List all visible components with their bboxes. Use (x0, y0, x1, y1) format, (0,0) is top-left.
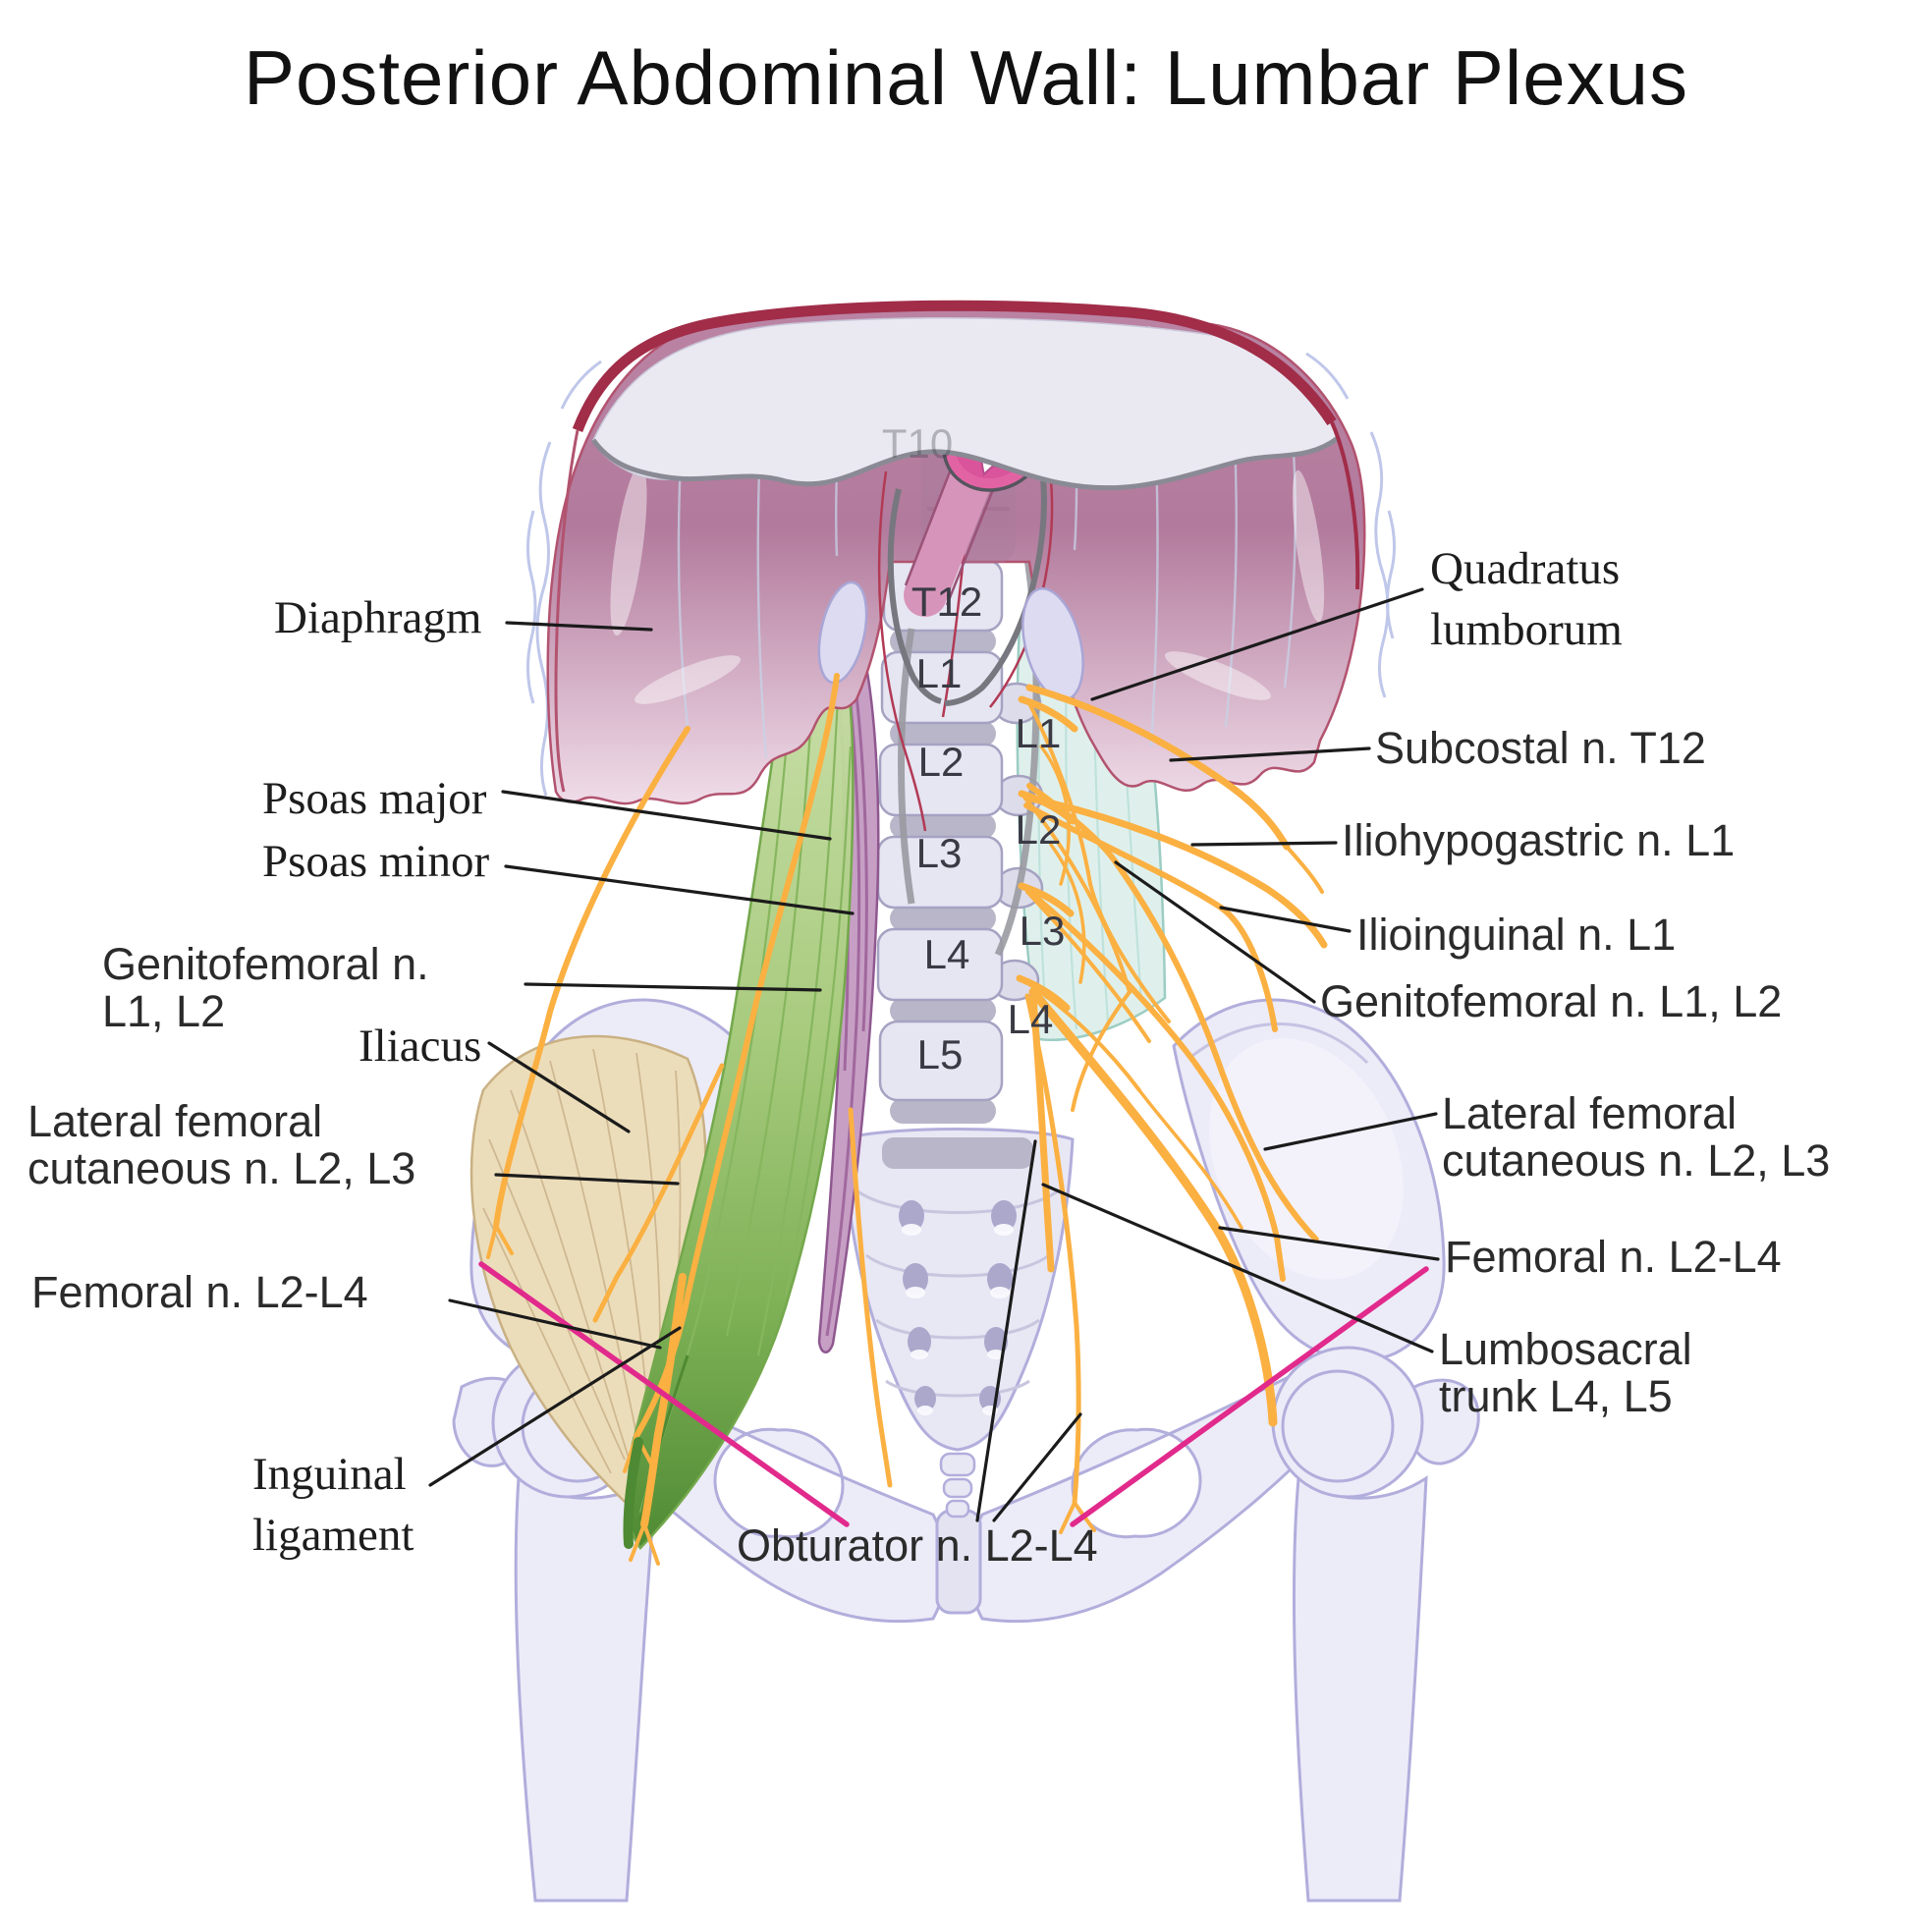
label-iliohypogastric-line-0: Iliohypogastric n. L1 (1342, 815, 1736, 865)
label-inguinal-ligament: Inguinal ligament (252, 1444, 414, 1566)
label-lumbosacral-trunk-line-1: trunk L4, L5 (1439, 1371, 1673, 1422)
label-lateral-femoral-cutaneous-right-line-0: Lateral femoral (1442, 1088, 1738, 1138)
vertebra-l5: L5 (916, 1031, 964, 1077)
label-iliohypogastric: Iliohypogastric n. L1 (1342, 815, 1736, 865)
nerve-root-l4: L4 (1007, 996, 1054, 1042)
label-diaphragm: Diaphragm (274, 587, 481, 648)
sacrum (841, 1128, 1075, 1518)
label-inguinal-ligament-line-0: Inguinal (252, 1449, 407, 1500)
vertebra-l3: L3 (915, 830, 963, 876)
label-genitofemoral-left-line-0: Genitofemoral n. (102, 939, 429, 989)
label-iliacus-line-0: Iliacus (359, 1021, 482, 1072)
label-genitofemoral-right: Genitofemoral n. L1, L2 (1320, 976, 1783, 1026)
leader-lines (428, 587, 1440, 1522)
label-lumbosacral-trunk-line-0: Lumbosacral (1439, 1324, 1692, 1374)
label-psoas-major-line-0: Psoas major (262, 773, 487, 824)
label-femoral-right-line-0: Femoral n. L2-L4 (1445, 1232, 1782, 1282)
diaphragm-muscle (546, 300, 1366, 832)
label-obturator-line-0: Obturator n. L2-L4 (737, 1520, 1098, 1571)
nerve-root-l1: L1 (1015, 710, 1062, 756)
nerve-root-l3: L3 (1019, 908, 1066, 954)
label-genitofemoral-left: Genitofemoral n.L1, L2 (102, 939, 429, 1037)
label-diaphragm-line-0: Diaphragm (274, 592, 482, 643)
nerve-root-l2: L2 (1015, 806, 1062, 853)
vertebra-l2: L2 (917, 739, 965, 785)
label-psoas-minor-line-0: Psoas minor (262, 836, 490, 887)
vertebra-t10: T10 (881, 420, 954, 467)
label-ilioinguinal: Ilioinguinal n. L1 (1356, 911, 1676, 959)
psoas-tendon-tip (623, 1437, 643, 1549)
label-inguinal-ligament-line-1: ligament (252, 1510, 414, 1562)
label-psoas-major: Psoas major (262, 768, 486, 829)
label-subcostal: Subcostal n. T12 (1375, 723, 1706, 773)
vertebra-t12: T12 (911, 579, 983, 625)
label-iliacus: Iliacus (359, 1016, 481, 1076)
page-title: Posterior Abdominal Wall: Lumbar Plexus (243, 34, 1689, 121)
label-quadratus-lumborum-line-0: Quadratus (1430, 543, 1621, 594)
inguinal-ligaments (478, 1261, 1429, 1527)
label-femoral-left: Femoral n. L2-L4 (31, 1267, 368, 1317)
label-obturator: Obturator n. L2-L4 (737, 1520, 1098, 1571)
label-lateral-femoral-cutaneous-left-line-0: Lateral femoral (28, 1096, 323, 1146)
label-lateral-femoral-cutaneous-right-line-1: cutaneous n. L2, L3 (1442, 1135, 1831, 1187)
label-femoral-right: Femoral n. L2-L4 (1445, 1232, 1782, 1282)
label-psoas-minor: Psoas minor (262, 831, 489, 892)
label-lateral-femoral-cutaneous-left-line-1: cutaneous n. L2, L3 (28, 1143, 416, 1194)
label-subcostal-line-0: Subcostal n. T12 (1375, 723, 1706, 773)
label-genitofemoral-right-line-0: Genitofemoral n. L1, L2 (1320, 976, 1783, 1026)
serous-outline (525, 352, 1397, 797)
label-genitofemoral-left-line-1: L1, L2 (102, 986, 226, 1037)
label-femoral-left-line-0: Femoral n. L2-L4 (31, 1267, 368, 1317)
label-quadratus-lumborum: Quadratus lumborum (1430, 538, 1623, 660)
vertebra-l1: L1 (915, 650, 963, 696)
lumbar-plexus-nerves (486, 673, 1328, 1566)
vertebra-l4: L4 (923, 931, 970, 977)
label-ilioinguinal-line-0: Ilioinguinal n. L1 (1356, 910, 1677, 960)
label-quadratus-lumborum-line-1: lumborum (1430, 604, 1623, 656)
